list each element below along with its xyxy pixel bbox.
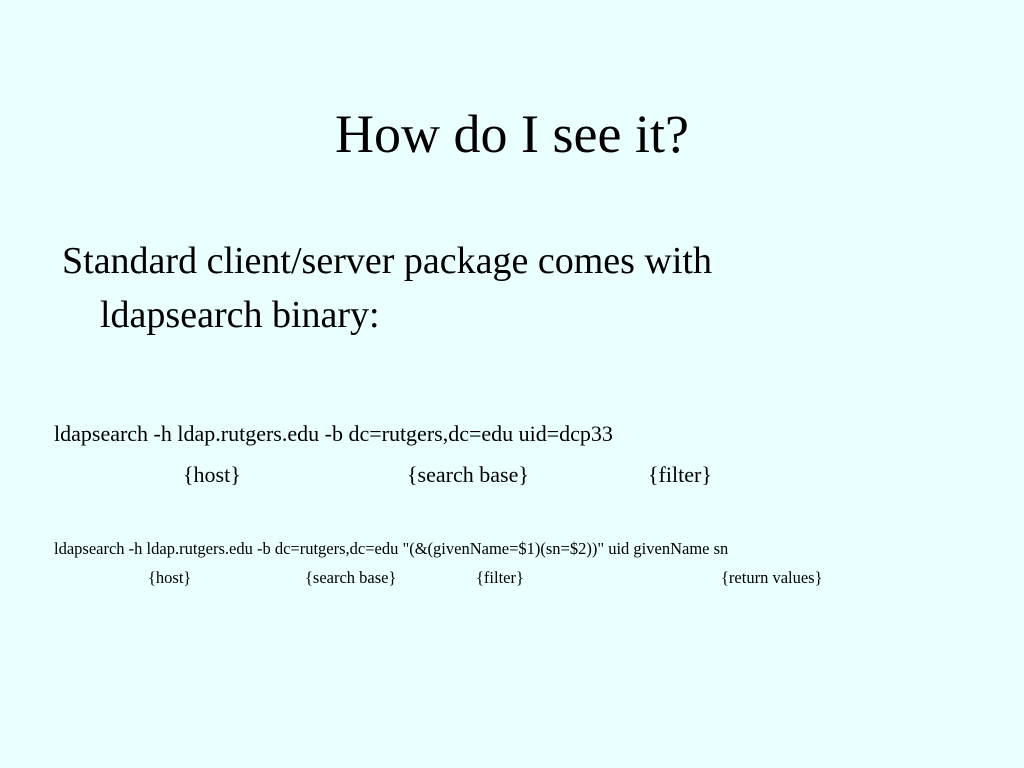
filter-label: {filter} <box>648 462 712 487</box>
slide-title: How do I see it? <box>335 104 689 164</box>
example-1-labels: {host} {search base} {filter} <box>0 461 1024 489</box>
bullet-line-1: Standard client/server package comes wit… <box>62 240 712 282</box>
filter-label: {filter} <box>476 568 524 587</box>
example-command-2: ldapsearch -h ldap.rutgers.edu -b dc=rut… <box>54 539 729 558</box>
example-2-labels: {host} {search base} {filter} {return va… <box>0 567 1024 589</box>
bullet-text: Standard client/server package comes wit… <box>62 234 882 342</box>
return-values-label: {return values} <box>721 568 823 587</box>
host-label: {host} <box>183 462 241 487</box>
search-base-label: {search base} <box>305 568 397 587</box>
host-label: {host} <box>148 568 192 587</box>
bullet-line-2: ldapsearch binary: <box>100 294 380 336</box>
example-command-1: ldapsearch -h ldap.rutgers.edu -b dc=rut… <box>54 421 613 446</box>
search-base-label: {search base} <box>407 462 529 487</box>
